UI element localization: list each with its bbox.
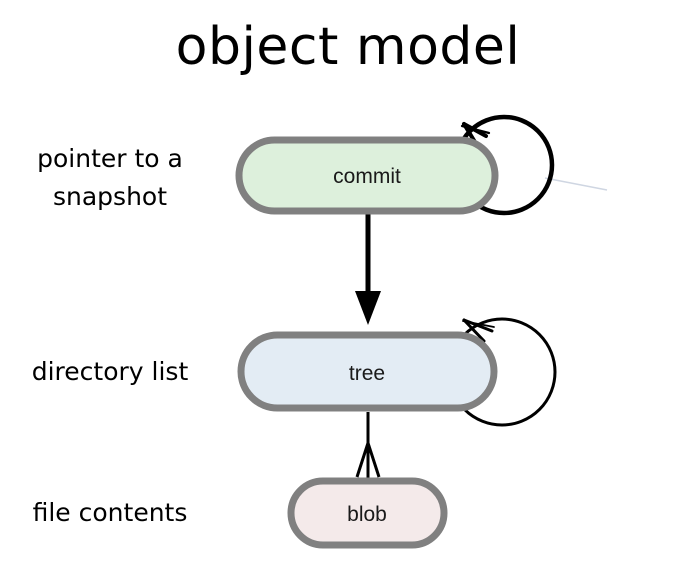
page-title: object model: [176, 17, 521, 77]
label-line-1: directory list: [32, 357, 189, 386]
node-commit-label: commit: [333, 165, 401, 188]
label-file-contents: file contents: [33, 498, 188, 527]
node-blob-shape[interactable]: [287, 477, 448, 549]
node-tree-label: tree: [349, 362, 385, 385]
node-tree[interactable]: tree: [237, 331, 498, 412]
label-line-2: snapshot: [53, 182, 167, 211]
label-directory-list: directory list: [32, 357, 189, 386]
label-pointer-to-a-snapshot: pointer to a snapshot: [37, 144, 183, 211]
edge-blob-to-tree: [355, 412, 381, 478]
node-commit-shape[interactable]: [235, 136, 499, 215]
label-line-1: file contents: [33, 498, 188, 527]
node-commit[interactable]: commit: [235, 136, 499, 215]
render-artifact-line: [544, 177, 608, 191]
edge-commit-to-tree: [355, 214, 381, 325]
node-tree-shape[interactable]: [237, 331, 498, 412]
label-line-1: pointer to a: [37, 144, 183, 173]
node-blob-label: blob: [347, 503, 387, 526]
node-blob[interactable]: blob: [287, 477, 448, 549]
